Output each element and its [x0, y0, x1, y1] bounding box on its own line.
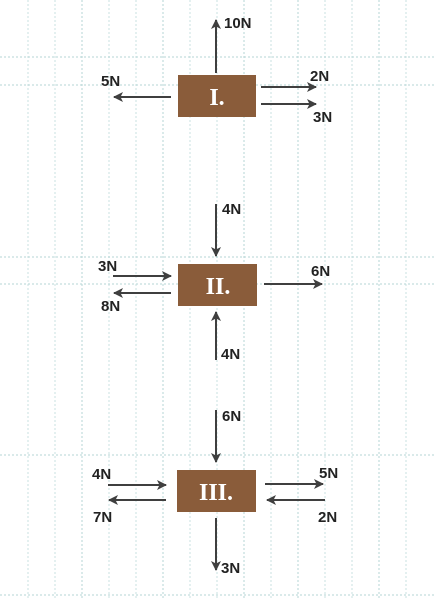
diagram-1: I. 10N 5N 2N 3N	[101, 15, 332, 126]
force-label: 6N	[222, 408, 241, 425]
diagram-2: II. 4N 3N 8N 6N 4N	[98, 201, 330, 363]
force-label: 2N	[318, 509, 337, 526]
block-2	[178, 264, 257, 306]
diagram-3: III. 6N 4N 7N 5N 2N 3N	[92, 408, 338, 577]
force-label: 4N	[221, 346, 240, 363]
block-1	[178, 75, 256, 117]
force-label: 2N	[310, 68, 329, 85]
force-label: 7N	[93, 509, 112, 526]
force-label: 4N	[92, 466, 111, 483]
force-label: 8N	[101, 298, 120, 315]
force-label: 4N	[222, 201, 241, 218]
force-label: 5N	[319, 465, 338, 482]
force-label: 6N	[311, 263, 330, 280]
force-label: 3N	[313, 109, 332, 126]
force-label: 3N	[98, 258, 117, 275]
force-label: 3N	[221, 560, 240, 577]
block-2-label: II.	[206, 274, 231, 300]
block-1-label: I.	[209, 85, 224, 111]
block-3	[177, 470, 256, 512]
force-label: 10N	[224, 15, 252, 32]
block-3-label: III.	[199, 480, 233, 506]
force-label: 5N	[101, 73, 120, 90]
